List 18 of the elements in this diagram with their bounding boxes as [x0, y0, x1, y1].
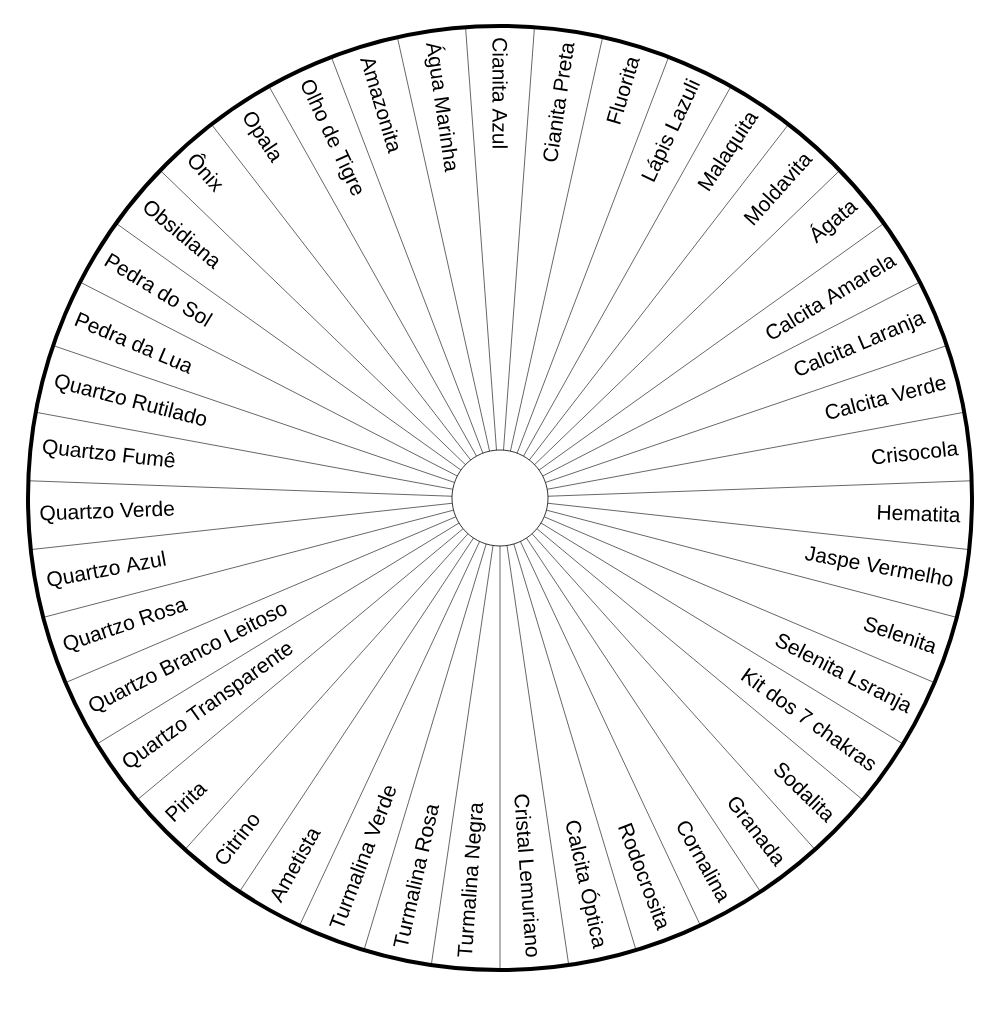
sector-label: Hematita [877, 504, 961, 523]
sector-label: Quartzo Fumê [43, 439, 175, 468]
sector-label: Quartzo Azul [47, 550, 166, 590]
sector-label: Olho de Tigre [301, 79, 362, 196]
sector-label: Cianita Preta [543, 43, 575, 162]
sector-label: Cianita Azul [492, 38, 508, 148]
sector-label: Quartzo Rosa [63, 600, 189, 653]
sector-label: Jaspe Vermelho [805, 546, 953, 587]
sector-label: Turmalina Rosa [393, 805, 440, 947]
sector-label: Calcita Verde [825, 377, 946, 419]
sector-label: Cristal Lemuriano [514, 794, 539, 957]
sector-label: Turmalina Negra [457, 802, 486, 957]
sector-label: Calcita Óptica [566, 820, 604, 950]
sector-label: Crisocola [872, 441, 959, 464]
sector-label: Quartzo Rutilado [55, 374, 207, 426]
sector-label: Quartzo Verde [40, 500, 174, 524]
sector-label: Fluorita [606, 58, 640, 125]
sector-label: Água Marinha [424, 43, 458, 173]
